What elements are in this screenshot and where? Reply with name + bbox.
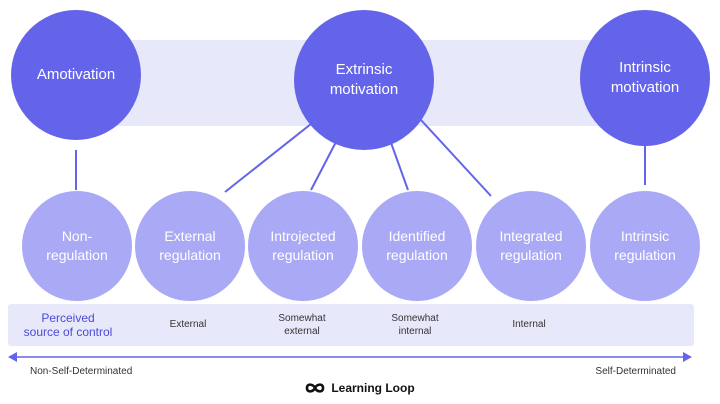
control-somewhat-internal: Somewhat internal (391, 313, 439, 337)
intrinsic-motivation-label: Intrinsic motivation (610, 59, 680, 96)
introjected-regulation-label: Introjected regulation (270, 228, 336, 263)
intrinsic-regulation-label: Intrinsic regulation (614, 228, 676, 263)
connector-extrinsic-integrated (420, 119, 492, 197)
axis-right-label: Self-Determinated (595, 366, 676, 377)
integrated-regulation-label: Integrated regulation (499, 228, 563, 263)
external-regulation-node: External regulation (135, 191, 245, 301)
axis-arrow-right-icon (683, 352, 692, 362)
integrated-regulation-node: Integrated regulation (476, 191, 586, 301)
control-band (8, 304, 694, 346)
connector-extrinsic-external (224, 119, 317, 193)
brand-name: Learning Loop (331, 381, 415, 395)
control-external: External (169, 319, 207, 330)
amotivation-node: Amotivation (11, 10, 141, 140)
control-internal: Internal (512, 319, 546, 330)
extrinsic-motivation-node: Extrinsic motivation (294, 10, 434, 150)
non-regulation-node: Non- regulation (22, 191, 132, 301)
connector-extrinsic-introjected (310, 139, 338, 191)
identified-regulation-node: Identified regulation (362, 191, 472, 301)
introjected-regulation-node: Introjected regulation (248, 191, 358, 301)
intrinsic-motivation-node: Intrinsic motivation (580, 10, 710, 146)
infinity-loop-icon (306, 383, 325, 393)
control-row-label: Perceived source of control (23, 311, 113, 339)
brand-logo: Learning Loop (0, 381, 720, 395)
external-regulation-label: External regulation (159, 228, 221, 263)
control-somewhat-external: Somewhat external (278, 313, 326, 337)
axis-left-label: Non-Self-Determinated (30, 366, 133, 377)
axis-arrow-left-icon (8, 352, 17, 362)
identified-regulation-label: Identified regulation (386, 228, 448, 263)
amotivation-label: Amotivation (36, 66, 116, 83)
intrinsic-regulation-node: Intrinsic regulation (590, 191, 700, 301)
extrinsic-motivation-label: Extrinsic motivation (329, 61, 399, 98)
connector-extrinsic-identified (389, 139, 409, 191)
non-regulation-label: Non- regulation (46, 228, 108, 263)
